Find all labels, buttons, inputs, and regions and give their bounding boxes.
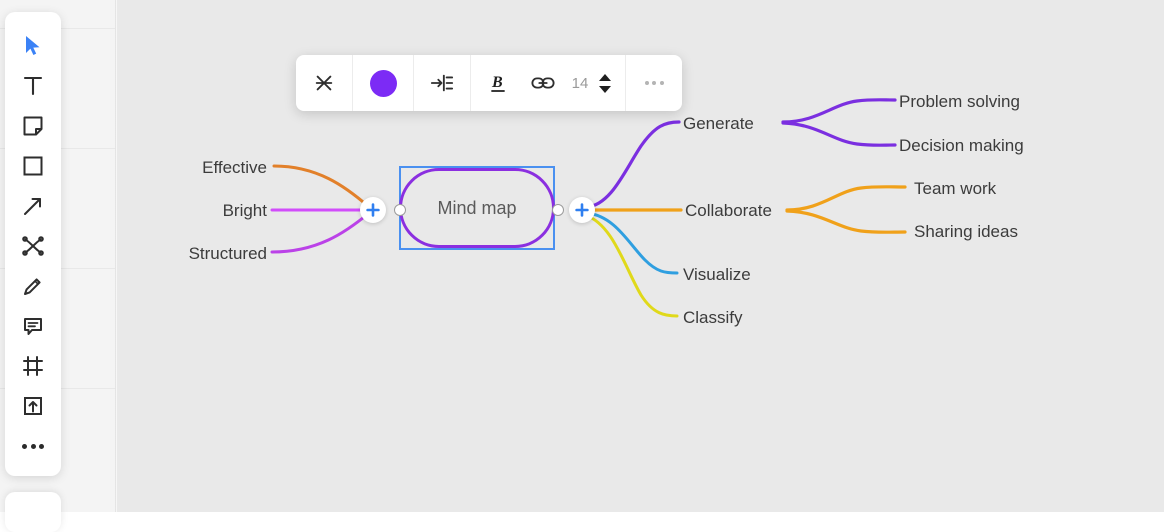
toolbar-separator [352,55,353,111]
more-options-button[interactable] [632,61,676,105]
indent-layout-icon [430,74,454,92]
square-icon [23,156,43,176]
connector-effective [272,164,371,209]
mindmap-node-collaborate[interactable]: Collaborate [685,201,772,220]
bold-underline-icon: B [491,74,505,92]
pencil-icon [24,278,41,295]
mindmap-node-decision-making[interactable]: Decision making [899,136,1024,155]
more-tools-button[interactable] [13,426,53,466]
toolbar-group-text: B 14 [471,55,625,111]
toolbar-group-color [353,55,413,111]
toolbar-group-layout [414,55,470,111]
upload-tool[interactable] [13,386,53,426]
plus-icon [575,203,589,217]
shape-tool[interactable] [13,146,53,186]
format-toolbar[interactable]: B 14 [296,55,682,111]
cut-button[interactable] [302,61,346,105]
arrow-diagonal-icon [24,198,41,215]
color-picker-button[interactable] [359,61,407,105]
add-node-button-left[interactable] [360,197,386,223]
mindmap-node-classify[interactable]: Classify [683,308,743,327]
upload-box-icon [24,397,42,415]
center-node-label: Mind map [437,197,517,218]
font-size-stepper[interactable] [595,73,619,93]
panel-divider [115,0,117,512]
mindmap-node-team-work[interactable]: Team work [914,179,997,198]
stepper-up-icon[interactable] [599,73,611,81]
sticky-note-tool[interactable] [13,106,53,146]
text-tool[interactable] [13,66,53,106]
add-node-button-right[interactable] [569,197,595,223]
plus-icon [366,203,380,217]
anchor-dot-left[interactable] [394,204,406,216]
layout-button[interactable] [420,61,464,105]
toolbar-group-cut [296,55,352,111]
toolbar-separator [625,55,626,111]
mindmap-node-sharing-ideas[interactable]: Sharing ideas [914,222,1018,241]
ellipsis-icon [644,81,664,85]
connector-decision-making [781,121,897,147]
arrow-tool[interactable] [13,186,53,226]
connector-classify [583,213,679,318]
select-tool[interactable] [13,26,53,66]
mindmap-nodes-icon [22,236,44,256]
anchor-dot-right[interactable] [552,204,564,216]
mindmap-node-generate[interactable]: Generate [683,114,754,133]
stepper-down-icon[interactable] [599,85,611,93]
mindmap-center-node[interactable]: Mind map [399,166,559,254]
mindmap-connectors [270,98,907,318]
sticky-note-icon [23,116,43,136]
mindmap-node-visualize[interactable]: Visualize [683,265,751,284]
bold-button[interactable]: B [477,61,521,105]
connector-team-work [785,185,907,212]
toolbar-group-more [626,55,682,111]
mindmap-node-bright[interactable]: Bright [222,201,267,220]
center-node-shape[interactable]: Mind map [399,168,555,248]
pen-tool[interactable] [13,266,53,306]
comment-tool[interactable] [13,306,53,346]
ellipsis-icon [22,443,44,449]
mindmap-tool[interactable] [13,226,53,266]
connector-generate [585,120,681,209]
cursor-arrow-icon [26,36,40,55]
cut-icon [315,75,333,91]
toolbar-separator [413,55,414,111]
left-tool-panel[interactable] [5,12,61,476]
frame-tool[interactable] [13,346,53,386]
text-t-icon [23,76,43,96]
mindmap-node-problem-solving[interactable]: Problem solving [899,92,1020,111]
link-icon [531,77,555,89]
connector-problem-solving [781,98,897,124]
mindmap-node-effective[interactable]: Effective [202,158,267,177]
connector-structured [270,211,371,254]
connector-sharing-ideas [785,209,907,234]
comment-bubble-icon [24,318,42,335]
link-button[interactable] [521,61,565,105]
connector-visualize [585,211,679,275]
secondary-tool-panel[interactable] [5,492,61,532]
color-swatch-icon [369,69,397,97]
mindmap-node-structured[interactable]: Structured [188,244,267,263]
svg-text:B: B [491,74,503,91]
frame-icon [23,356,43,376]
font-size-input[interactable]: 14 [571,74,589,92]
toolbar-separator [470,55,471,111]
